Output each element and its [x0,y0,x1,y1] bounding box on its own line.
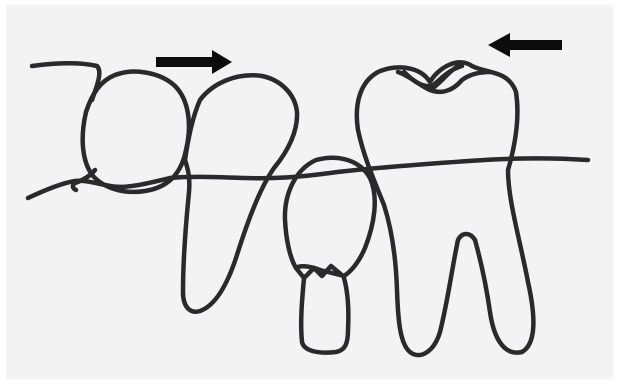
tooth-3-crown [285,158,375,276]
tooth-3-root [301,278,348,353]
tooth-1-crown [83,72,189,192]
tooth-2 [183,75,297,311]
arrow-left [488,33,562,57]
upper-gum-line [32,63,99,100]
tooth-4-molar [357,62,534,355]
arrow-right [156,50,232,74]
